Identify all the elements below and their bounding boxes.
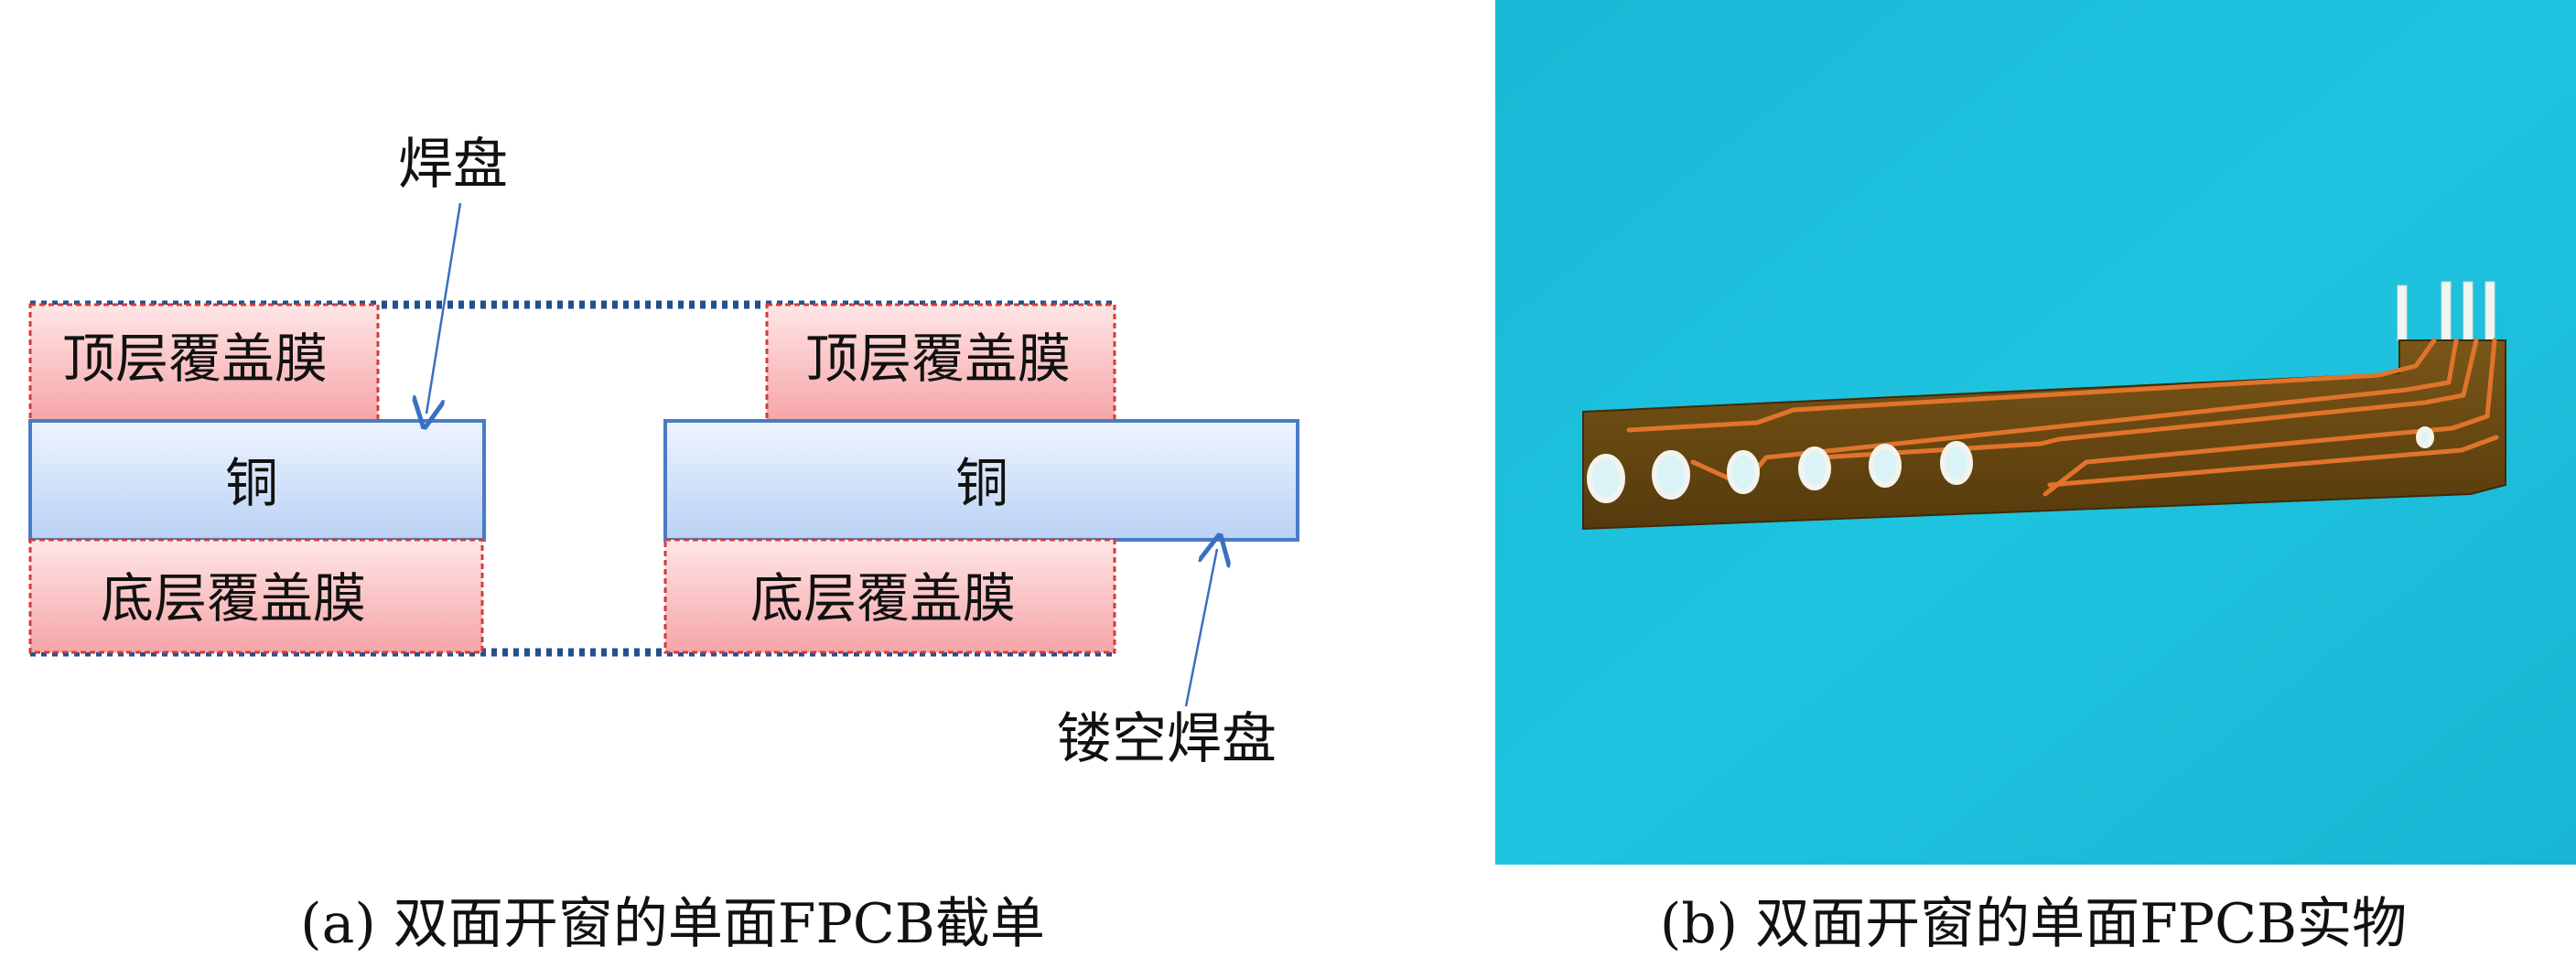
cross-section-diagram: 顶层覆盖膜 铜 底层覆盖膜 顶层覆盖膜 铜 底层覆盖膜 焊盘 镂空焊盘	[30, 133, 1298, 771]
hollow-pad-label: 镂空焊盘	[1057, 707, 1277, 771]
right-copper-label: 铜	[955, 452, 1008, 514]
pad-label: 焊盘	[398, 133, 508, 197]
left-top-coverlay-label: 顶层覆盖膜	[62, 328, 328, 390]
right-bottom-coverlay-label: 底层覆盖膜	[750, 567, 1016, 629]
left-bottom-coverlay-label: 底层覆盖膜	[101, 567, 366, 629]
right-top-coverlay-label: 顶层覆盖膜	[805, 328, 1071, 390]
caption-b: (b) 双面开窗的单面FPCB实物	[1660, 892, 2407, 956]
pad-arrow	[426, 203, 460, 414]
hollow-pad-arrow	[1186, 549, 1217, 706]
fpcb-photo	[1495, 0, 2576, 865]
left-copper-label: 铜	[225, 452, 278, 514]
caption-a: (a) 双面开窗的单面FPCB截单	[300, 892, 1045, 956]
